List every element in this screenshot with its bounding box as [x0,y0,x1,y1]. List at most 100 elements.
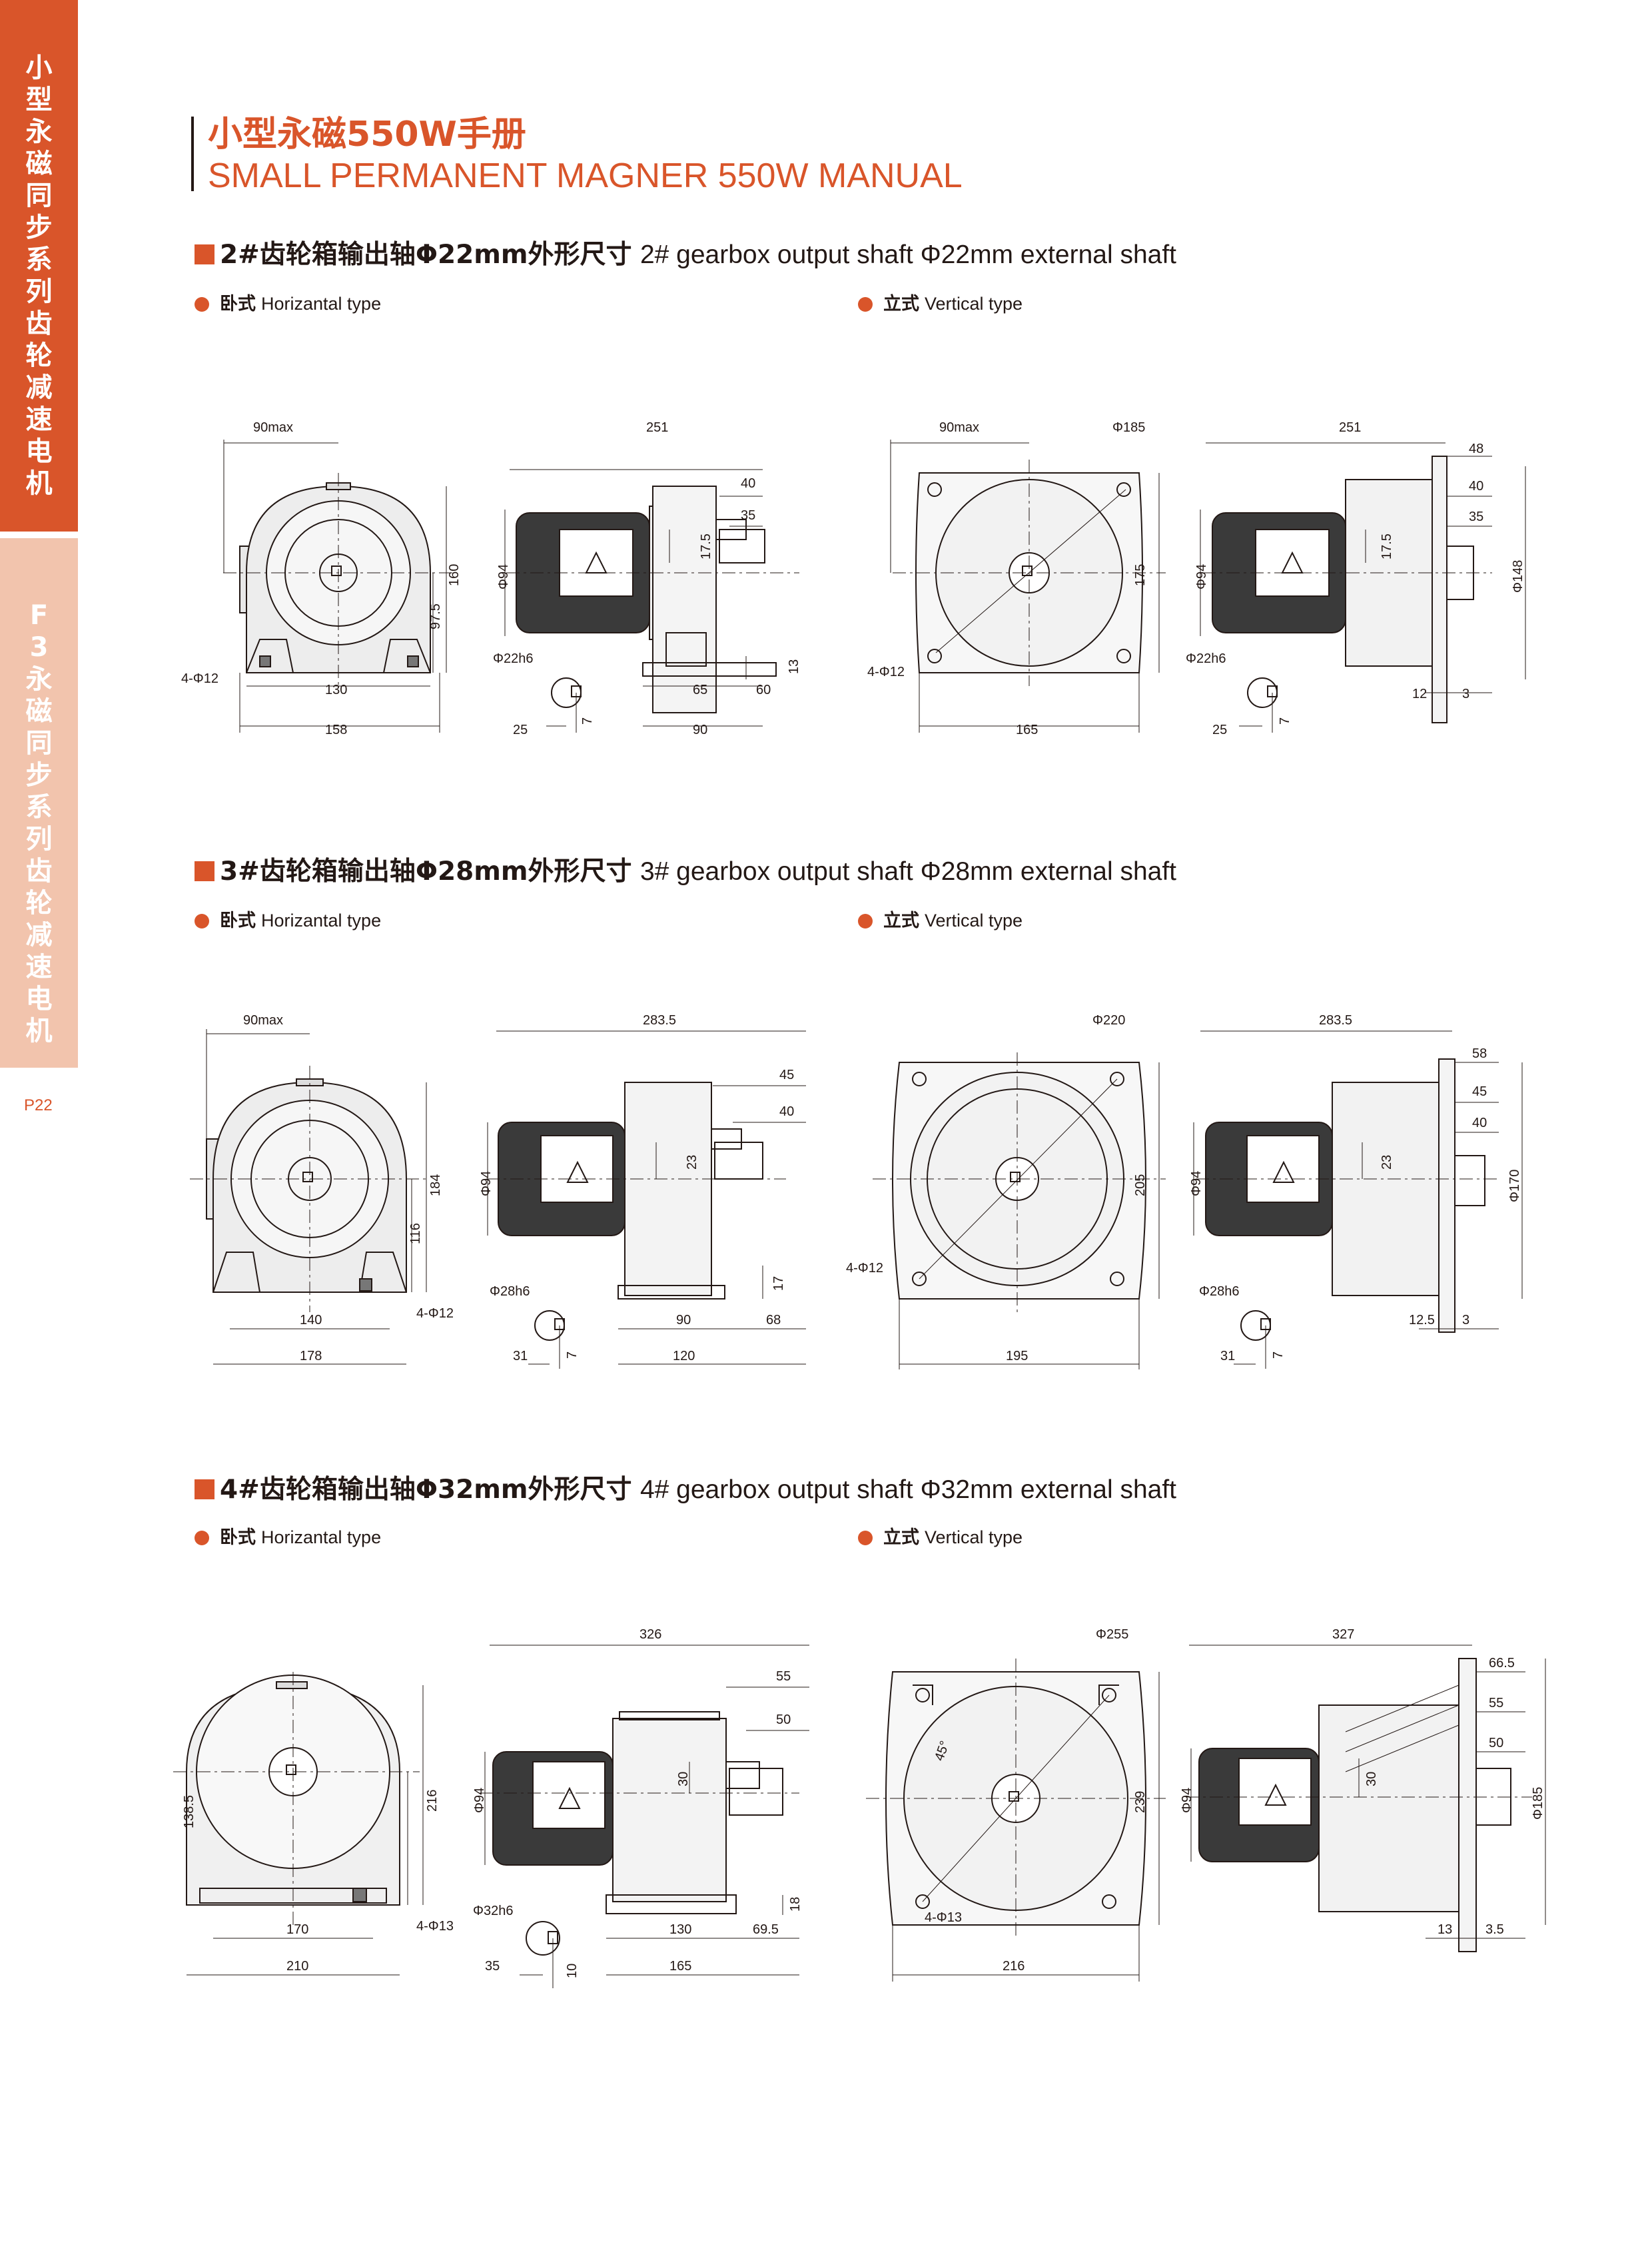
dim-label: 45 [1472,1084,1487,1099]
dim-label: 4-Φ13 [925,1910,962,1925]
dim-label: 23 [1380,1155,1394,1170]
drawing-3-set: 90max 4-Φ12 140 178 116 184 283.5 45 40 … [190,1013,1523,1369]
dim-label: 160 [447,564,462,586]
dot-icon [858,1531,873,1545]
v-side-view-4 [1186,1645,1546,1952]
section-heading-4: 4#齿轮箱输出轴Φ32mm外形尺寸 4# gearbox output shaf… [195,1473,1176,1507]
drawing-2-set: 90max 4-Φ12 130 158 97.5 160 251 40 35 Φ… [181,420,1526,737]
dim-label: Φ28h6 [490,1284,530,1299]
dot-icon [195,914,209,929]
dim-label: Φ28h6 [1199,1284,1239,1299]
section-heading-3: 3#齿轮箱输出轴Φ28mm外形尺寸 3# gearbox output shaf… [195,855,1176,889]
dim-label: 90 [676,1313,691,1327]
dim-label: 65 [693,683,707,697]
dim-label: Φ32h6 [473,1904,513,1918]
square-bullet-icon [195,1479,214,1499]
dim-label: 4-Φ12 [867,665,905,679]
dim-label: 158 [325,723,347,737]
dim-label: 25 [513,723,528,737]
dim-label: 31 [1220,1349,1235,1363]
dim-label: 58 [1472,1046,1487,1061]
dim-label: 178 [300,1349,322,1363]
dot-icon [858,914,873,929]
dim-label: 3 [1462,1313,1469,1327]
dim-label: 165 [1016,723,1038,737]
title-divider [191,117,194,191]
dim-label: 210 [286,1959,308,1974]
dim-label: 40 [1469,479,1483,494]
dim-label: 251 [1339,420,1361,435]
dot-icon [195,297,209,312]
dim-label: 140 [300,1313,322,1327]
dim-labels-3: 90max 4-Φ12 140 178 116 184 283.5 45 40 … [243,1013,1522,1363]
dim-label: 55 [776,1669,791,1684]
dim-label: 7 [1278,717,1292,725]
sidebar-bottom-text: F3永磁同步系列齿轮减速电机 [25,600,53,1046]
page-title-cn: 小型永磁550W手册 [208,115,526,155]
dim-label: 116 [408,1223,423,1244]
dim-label: 7 [565,1351,580,1359]
dim-label: 66.5 [1489,1656,1515,1671]
dim-label: 31 [513,1349,528,1363]
dim-label: 55 [1489,1696,1503,1710]
dim-label: 23 [685,1155,699,1170]
dim-label: 175 [1133,564,1148,586]
dim-label: Φ170 [1507,1170,1522,1202]
dim-label: 18 [788,1897,803,1912]
dim-label: 216 [1003,1959,1025,1974]
dim-label: 48 [1469,442,1483,456]
dim-label: 90max [243,1013,283,1028]
square-bullet-icon [195,861,214,881]
dim-label: 40 [741,476,755,491]
dim-label: 327 [1332,1627,1354,1642]
dim-label: 30 [676,1772,691,1786]
dim-label: 251 [646,420,668,435]
sidebar-top-band [0,0,78,532]
dim-label: 7 [580,717,595,725]
dim-label: 239 [1133,1791,1148,1813]
dim-label: 326 [639,1627,661,1642]
dim-label: 12.5 [1409,1313,1435,1327]
dim-label: 35 [485,1959,500,1974]
dim-label: 4-Φ13 [416,1919,454,1934]
dim-label: 68 [766,1313,781,1327]
dim-label: Φ255 [1096,1627,1128,1642]
page-title-en: SMALL PERMANENT MAGNER 550W MANUAL [208,157,963,195]
dim-label: 10 [565,1964,580,1978]
dim-label: 195 [1006,1349,1028,1363]
h-front-view-2 [223,440,456,733]
dim-label: 30 [1364,1772,1379,1786]
dot-icon [195,1531,209,1545]
dim-label: 17.5 [1380,534,1394,560]
dim-label: Φ94 [1194,564,1209,589]
dim-label: 97.5 [428,603,443,629]
dim-label: 25 [1212,723,1227,737]
dim-label: 13 [1438,1922,1452,1937]
dim-label: 90max [253,420,293,435]
dim-label: Φ94 [479,1171,494,1196]
h-side-view-3 [486,1030,806,1369]
dim-label: 4-Φ12 [416,1306,454,1321]
dim-label: 17.5 [699,534,713,560]
section-heading-2: 2#齿轮箱输出轴Φ22mm外形尺寸 2# gearbox output shaf… [195,238,1176,272]
dim-label: 205 [1133,1174,1148,1196]
h-side-view-4 [480,1645,809,1988]
dim-label: 130 [669,1922,691,1937]
dim-label: 12 [1412,687,1427,701]
dim-label: 3 [1462,687,1469,701]
dim-label: 40 [779,1104,794,1119]
drawing-4-set: 138.5 216 4-Φ13 170 210 326 55 50 Φ94 30… [173,1627,1546,1988]
v-front-view-2 [890,440,1166,733]
dim-label: 35 [741,508,755,523]
dim-label: 7 [1271,1351,1286,1359]
dim-label: 50 [1489,1736,1503,1750]
dim-label: Φ22h6 [1186,651,1226,666]
dim-label: 3.5 [1485,1922,1504,1937]
sidebar-bottom-band [0,538,78,1068]
v-front-view-3 [873,1052,1166,1369]
dim-label: 170 [286,1922,308,1937]
dim-label: 35 [1469,510,1483,524]
